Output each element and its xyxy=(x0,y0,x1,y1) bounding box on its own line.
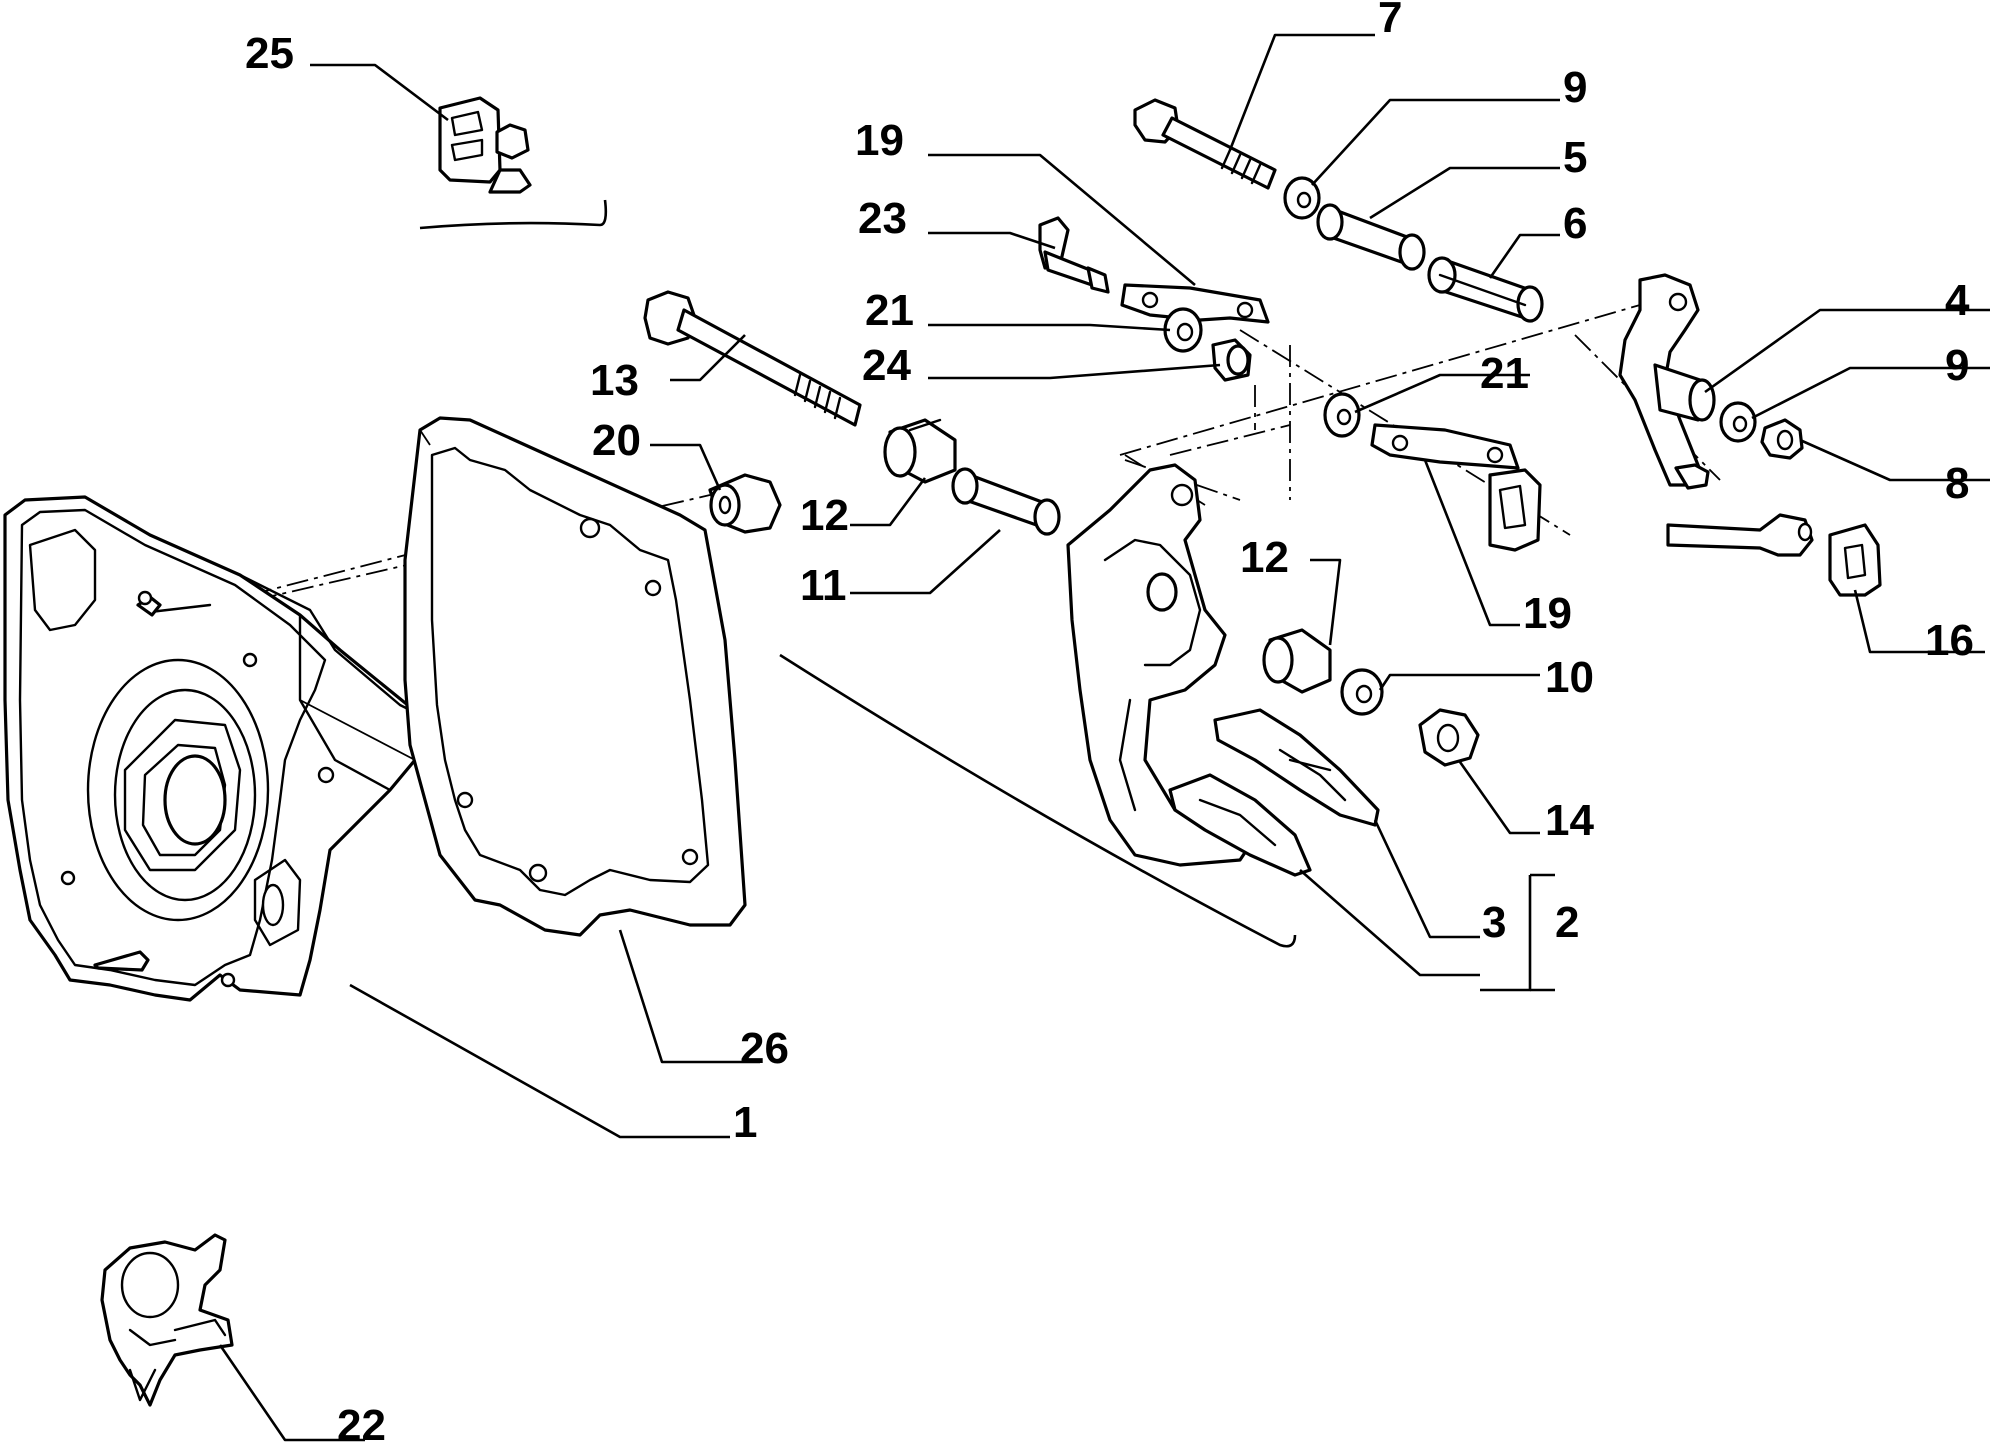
part-12-bushing-right xyxy=(1262,628,1332,694)
part-23-pin xyxy=(1038,216,1110,294)
part-24-spacer xyxy=(1211,338,1252,382)
part-1-housing xyxy=(3,495,422,1002)
leader-lines xyxy=(218,33,1990,1442)
part-19-plate-lower xyxy=(1370,423,1542,552)
callout-1: 1 xyxy=(733,1098,757,1147)
callout-4: 4 xyxy=(1945,276,1970,325)
callout-22: 22 xyxy=(337,1401,386,1443)
part-9-washer-top xyxy=(1283,176,1321,220)
part-14-nut xyxy=(1418,708,1480,767)
callout-labels: 25 7 9 5 6 19 23 21 24 13 20 12 11 4 9 8… xyxy=(245,0,1974,1443)
callout-19-lower: 19 xyxy=(1523,589,1572,638)
callout-26: 26 xyxy=(740,1024,789,1073)
part-22-clip xyxy=(100,1233,234,1407)
callout-6: 6 xyxy=(1563,199,1587,248)
part-10-washer xyxy=(1340,668,1384,716)
part-25-clip xyxy=(438,96,532,194)
callout-11: 11 xyxy=(800,561,847,610)
callout-23: 23 xyxy=(858,194,907,243)
callout-16: 16 xyxy=(1925,616,1974,665)
callout-8: 8 xyxy=(1945,459,1969,508)
part-8-nut xyxy=(1760,418,1804,460)
part-16-clip xyxy=(1666,513,1882,597)
part-21-washer-lower xyxy=(1323,392,1361,438)
part-6-split-tube xyxy=(1427,256,1544,323)
callout-19-top: 19 xyxy=(855,116,904,165)
part-4-lever xyxy=(1618,273,1716,490)
pedal-arm xyxy=(1066,463,1252,867)
callout-9-right: 9 xyxy=(1945,341,1969,390)
callout-21-top: 21 xyxy=(865,286,914,335)
callout-9-top: 9 xyxy=(1563,63,1587,112)
part-21-washer-upper xyxy=(1163,307,1203,353)
bracket-25 xyxy=(419,199,608,230)
part-13-bolt xyxy=(643,290,862,427)
callout-13: 13 xyxy=(590,356,639,405)
callout-24: 24 xyxy=(862,341,911,390)
part-9-washer-right xyxy=(1719,401,1757,443)
part-5-tube xyxy=(1316,203,1426,271)
callout-25: 25 xyxy=(245,29,294,78)
part-19-plate-upper xyxy=(1120,283,1270,324)
part-11-sleeve xyxy=(951,467,1061,536)
callout-12-left: 12 xyxy=(800,491,849,540)
part-3-pedal-pad xyxy=(1213,708,1380,827)
callout-21-lower: 21 xyxy=(1480,349,1529,398)
part-26-gasket xyxy=(403,416,747,937)
part-12-bushing-left xyxy=(883,418,957,484)
part-20-plug xyxy=(708,473,782,534)
callout-3: 3 xyxy=(1482,898,1506,947)
callout-10: 10 xyxy=(1545,653,1594,702)
callout-5: 5 xyxy=(1563,133,1587,182)
bracket-2-3 xyxy=(779,653,1297,948)
callout-14: 14 xyxy=(1545,796,1594,845)
part-7-bolt xyxy=(1133,98,1277,190)
callout-7: 7 xyxy=(1378,0,1402,42)
callout-12-right: 12 xyxy=(1240,533,1289,582)
callout-2: 2 xyxy=(1555,898,1579,947)
callout-20: 20 xyxy=(592,416,641,465)
